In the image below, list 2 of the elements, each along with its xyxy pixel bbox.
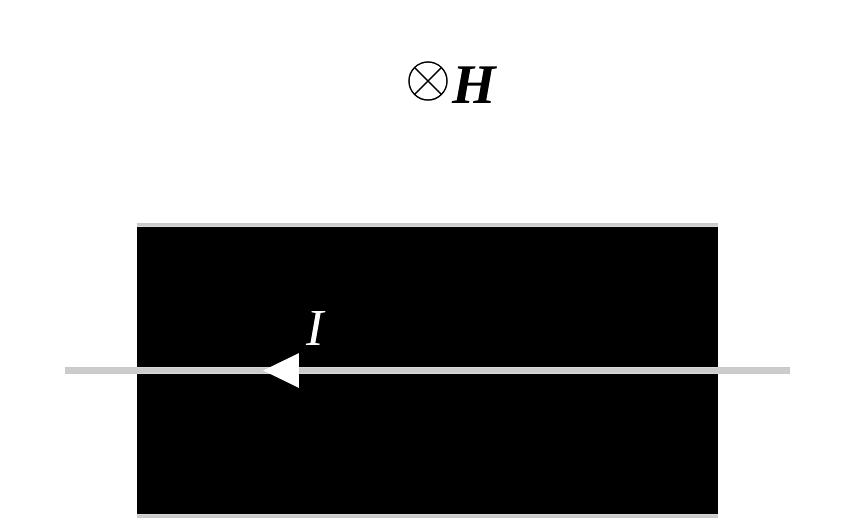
current-label: I — [306, 303, 324, 355]
field-label: H — [452, 57, 496, 113]
